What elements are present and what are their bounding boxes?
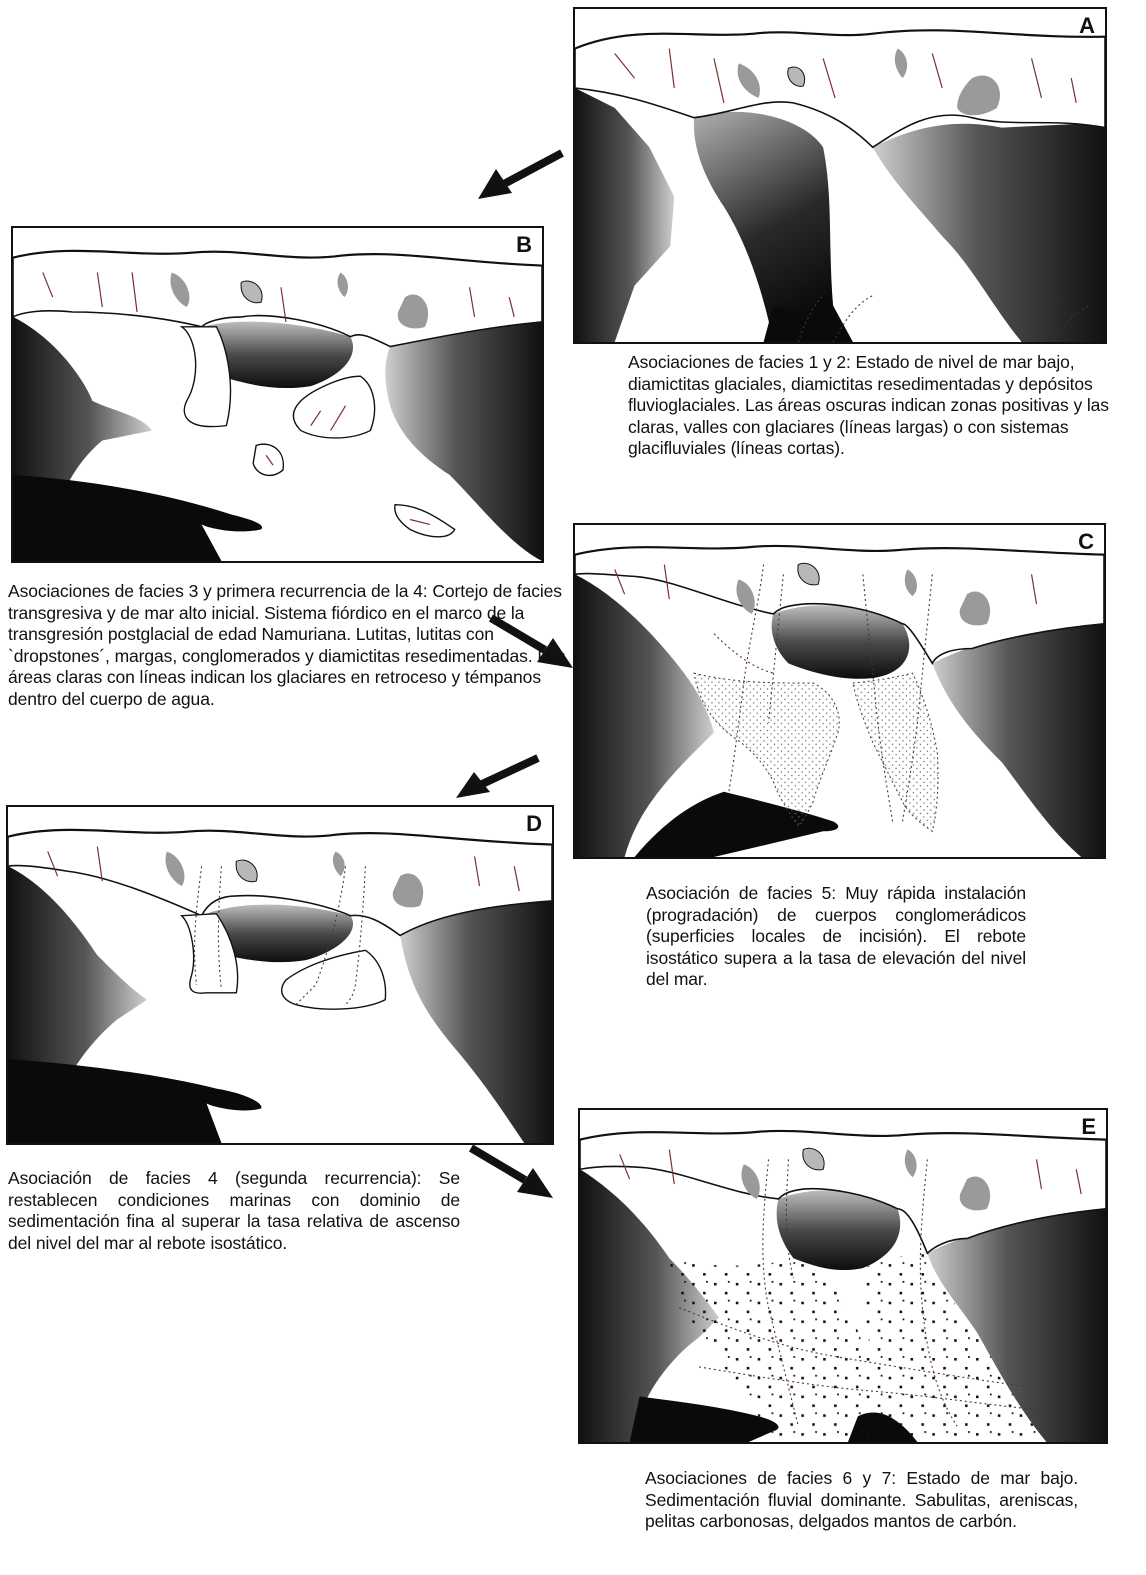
panel-d-caption: Asociación de facies 4 (segunda recurren… bbox=[8, 1168, 460, 1253]
panel-c: C bbox=[573, 523, 1106, 859]
arrow-b-to-c bbox=[488, 614, 573, 668]
panel-e-label: E bbox=[1081, 1114, 1096, 1139]
panel-b-caption: Asociaciones de facies 3 y primera recur… bbox=[8, 581, 566, 709]
panel-a: A bbox=[573, 7, 1107, 344]
panel-a-caption: Asociaciones de facies 1 y 2: Estado de … bbox=[628, 352, 1109, 458]
panel-e-caption: Asociaciones de facies 6 y 7: Estado de … bbox=[645, 1468, 1078, 1531]
panel-d-label: D bbox=[526, 811, 542, 836]
arrow-c-to-d bbox=[456, 754, 540, 798]
panel-d-map bbox=[8, 828, 552, 1143]
panel-c-map bbox=[575, 544, 1104, 857]
panel-d: D bbox=[6, 805, 554, 1145]
arrow-d-to-e bbox=[468, 1144, 553, 1198]
panel-a-label: A bbox=[1079, 13, 1095, 38]
panel-c-label: C bbox=[1078, 529, 1094, 554]
panel-b-label: B bbox=[516, 232, 532, 257]
panel-e: E bbox=[578, 1108, 1108, 1444]
panel-e-map bbox=[580, 1129, 1106, 1442]
arrow-a-to-b bbox=[478, 149, 564, 199]
panel-c-caption: Asociación de facies 5: Muy rápida insta… bbox=[646, 883, 1026, 989]
panel-b-map bbox=[13, 249, 542, 561]
panel-a-map bbox=[575, 29, 1105, 342]
panel-b: B bbox=[11, 226, 544, 563]
